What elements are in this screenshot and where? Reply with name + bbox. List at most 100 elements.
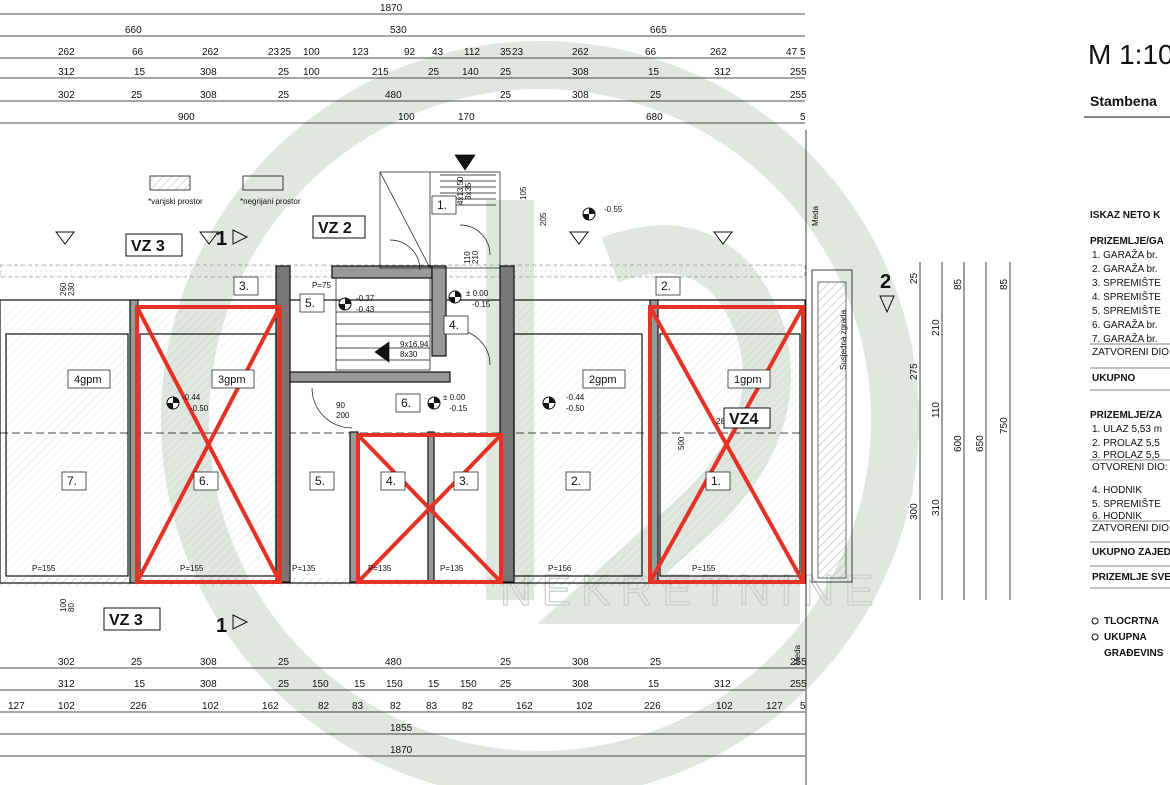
dim-label: 85 (953, 278, 964, 290)
cross-unit-1 (648, 305, 805, 584)
room-label: 7. (67, 474, 77, 488)
note: P=135 (368, 564, 392, 573)
dim-label: 308 (200, 679, 217, 690)
note: 500 (677, 436, 686, 450)
bottom-dimensions (0, 667, 805, 757)
group1-closed: ZATVORENI DIO (1092, 347, 1169, 358)
group2-item: 2. PROLAZ 5,5 (1092, 438, 1160, 449)
dim-label: 25 (500, 657, 512, 668)
dim-label: 25 (650, 657, 662, 668)
dim-label: 5 (800, 112, 806, 123)
drawing-scale: M 1:10 (1088, 39, 1170, 70)
dim-label: 600 (953, 435, 964, 452)
note: 3x35 (464, 182, 473, 200)
note: 280 (716, 417, 730, 426)
neighbor-building: Susjedna zgrada Meda Meda (793, 130, 853, 785)
dim-label: 310 (931, 499, 942, 516)
dim-label: 300 (909, 503, 920, 520)
dim-label: 15 (354, 679, 366, 690)
dim-label: 15 (648, 679, 660, 690)
group2-open: OTVORENI DIO: (1092, 462, 1168, 473)
dim-label: 680 (646, 112, 663, 123)
room-label: 3. (459, 474, 469, 488)
dim-label: 308 (200, 67, 217, 78)
right-dimensions (919, 262, 1011, 600)
level-label: -0.37 (356, 294, 375, 303)
dim-label: 308 (200, 90, 217, 101)
dim-label: 15 (648, 67, 660, 78)
dim-label: 750 (999, 417, 1010, 434)
dim-label: 312 (714, 679, 731, 690)
dim-label: 150 (386, 679, 403, 690)
section-2: 2 (880, 271, 891, 293)
group1-item: 7. GARAŽA br. (1092, 332, 1158, 345)
dim-label: 308 (200, 657, 217, 668)
dim-label: 170 (458, 112, 475, 123)
group1-item: 6. GARAŽA br. (1092, 318, 1158, 331)
dim-label: 47 (786, 47, 798, 58)
dim-label: 85 (999, 278, 1010, 290)
bottom-dim-labels: 302 25 308 25 480 25 308 25 255 312 15 3… (8, 657, 807, 756)
dim-label: 25 (428, 67, 440, 78)
level-label: -0.15 (472, 300, 491, 309)
note: P=75 (312, 281, 331, 290)
dim-label: 43 (432, 47, 444, 58)
dim-label: 25 (909, 272, 920, 284)
dim-label: 25 (131, 657, 143, 668)
dim-label: 15 (134, 67, 146, 78)
dim-label: 25 (278, 679, 290, 690)
right-dim-labels: 25 85 85 210 275 110 600 650 750 300 310 (909, 272, 1010, 520)
title-block: M 1:10 Stambena ISKAZ NETO K PRIZEMLJE/G… (1084, 39, 1170, 659)
level-markers: -0.44 -0.50 -0.44 -0.50 -0.37 -0.43 ± 0.… (166, 205, 623, 413)
room-label: 6. (199, 474, 209, 488)
dim-label: 150 (460, 679, 477, 690)
room-label: 2. (571, 474, 581, 488)
level-label: -0.50 (190, 404, 209, 413)
dim-label: 25 (500, 90, 512, 101)
level-label: -0.50 (566, 404, 585, 413)
dim-label: 5 (800, 47, 806, 58)
dim-label: 25 (278, 67, 290, 78)
dim-label: 100 (303, 47, 320, 58)
dim-label: 262 (58, 47, 75, 58)
dim-label: 102 (58, 701, 75, 712)
section-1-bottom: 1 (216, 615, 227, 637)
dim-label: 15 (428, 679, 440, 690)
dim-label: 660 (125, 25, 142, 36)
room-label: 3. (239, 279, 249, 293)
section-1-top: 1 (216, 228, 227, 250)
note: 8x30 (400, 350, 418, 359)
dim-label: 23 (268, 47, 280, 58)
room-label: 5. (305, 296, 315, 310)
dim-label: 25 (280, 47, 292, 58)
level-label: ± 0.00 (466, 289, 489, 298)
dim-label: 255 (790, 657, 807, 668)
room-label: 1. (711, 474, 721, 488)
note: 210 (471, 250, 480, 264)
group3-item: 4. HODNIK (1092, 485, 1142, 496)
bullet-item: TLOCRTNA (1104, 616, 1159, 627)
dim-label: 25 (500, 67, 512, 78)
room-label: 2. (661, 279, 671, 293)
note: P=135 (440, 564, 464, 573)
legend: *vanjski prostor *negrijani prostor (148, 175, 301, 206)
ground-all-row: PRIZEMLJE SVE (1092, 572, 1170, 583)
group3-closed: ZATVORENI DIO (1092, 523, 1169, 534)
parking-label: 2gpm (589, 374, 617, 386)
dim-label: 275 (909, 363, 920, 380)
dim-label: 127 (766, 701, 783, 712)
top-dimensions (0, 13, 805, 124)
group1-item: 4. SPREMIŠTE (1092, 290, 1161, 303)
legend-exterior: *vanjski prostor (148, 197, 203, 206)
room-label: 5. (315, 474, 325, 488)
note: 260 (59, 282, 68, 296)
dim-label: 83 (352, 701, 364, 712)
dim-label: 480 (385, 657, 402, 668)
note: 80 (67, 603, 76, 612)
dim-label: 312 (58, 67, 75, 78)
dim-label: 23 (512, 47, 524, 58)
group1-item: 1. GARAŽA br. (1092, 248, 1158, 261)
dim-label: 530 (390, 25, 407, 36)
